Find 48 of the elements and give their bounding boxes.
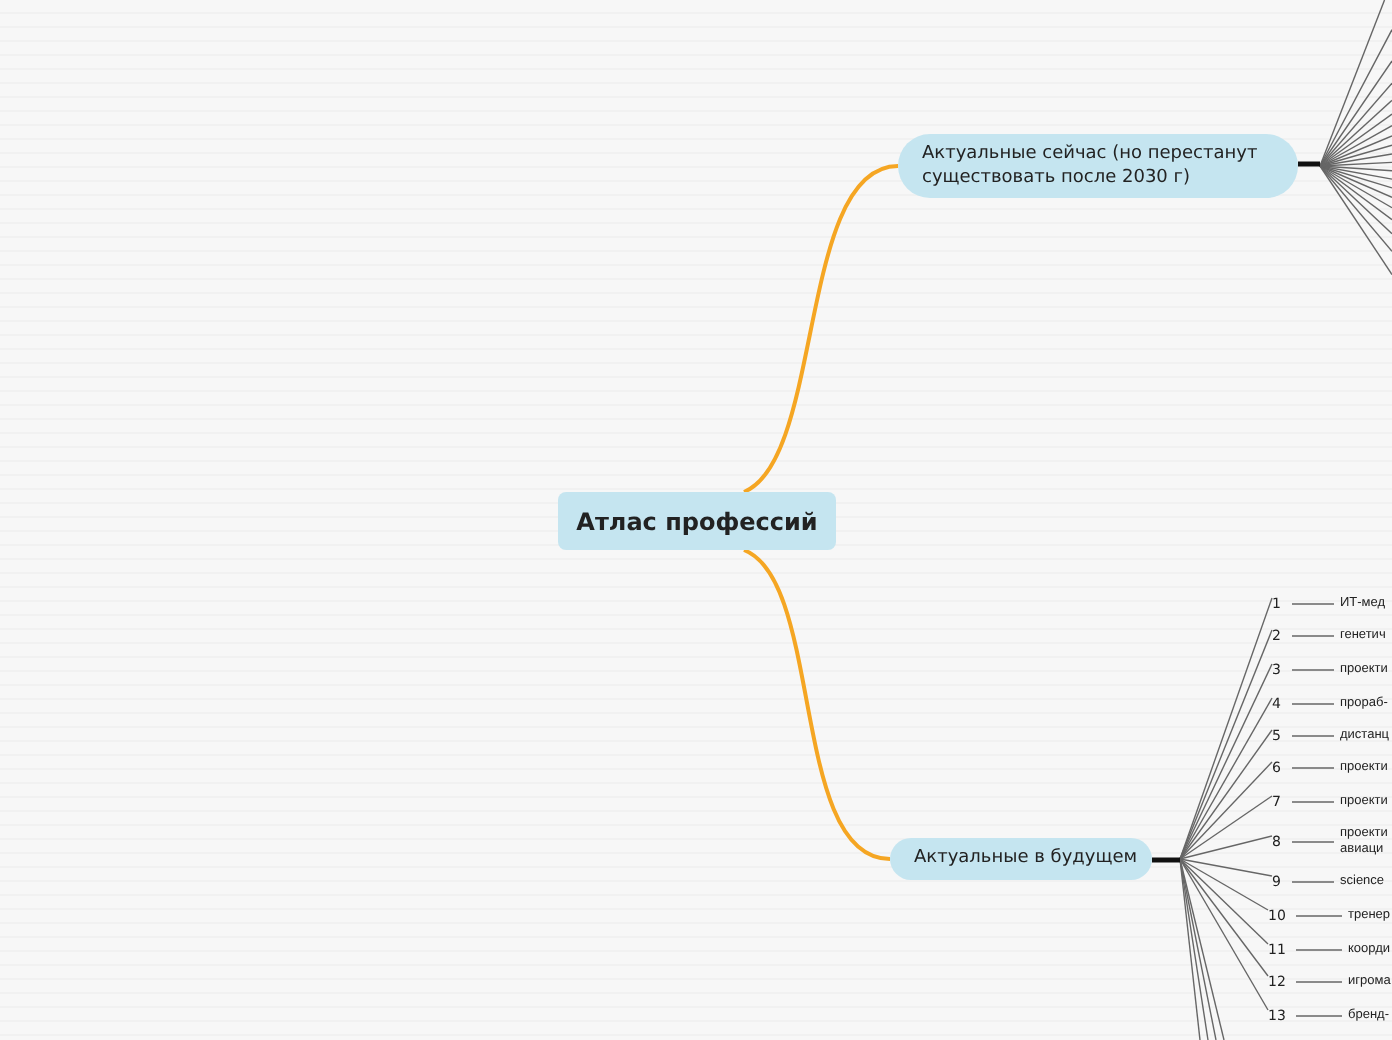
connector-line	[1319, 161, 1392, 167]
connector-line	[1319, 60, 1392, 167]
connector-line	[1295, 949, 1343, 951]
connector-line	[1319, 165, 1392, 235]
connector-line	[1179, 835, 1273, 860]
connector-line	[1291, 669, 1335, 671]
connector-line	[1179, 761, 1273, 860]
central-topic: Атлас профессий	[558, 492, 836, 550]
connector-line	[1319, 125, 1392, 167]
connector-line	[1319, 82, 1392, 167]
connector-line	[1179, 858, 1217, 1040]
connector-line	[1319, 165, 1392, 172]
branch-topic: Актуальные сейчас (но перестанут существовать после 2030 г)	[898, 134, 1298, 198]
connector-line	[1179, 858, 1225, 1040]
connector-line	[1319, 144, 1392, 167]
connector-line	[1291, 735, 1335, 737]
connector-line	[1295, 981, 1343, 983]
connector-line	[1179, 729, 1273, 860]
connector-line	[1179, 697, 1273, 860]
connector-line	[1179, 858, 1269, 911]
connector-line	[1179, 858, 1269, 977]
connector-line	[1319, 165, 1392, 189]
connector-line	[1319, 165, 1392, 276]
connector-line	[1291, 841, 1335, 843]
curved-connector	[742, 164, 899, 494]
connector-line	[1291, 603, 1335, 605]
connector-line	[1319, 0, 1386, 167]
connector-line	[1319, 165, 1392, 221]
connector-line	[1319, 28, 1392, 167]
connector-line	[1291, 881, 1335, 883]
branch-topic: Актуальные в будущем	[890, 838, 1152, 880]
connector-line	[1319, 99, 1392, 167]
connector-line	[1319, 165, 1392, 253]
connector-line	[1291, 767, 1335, 769]
connector-line	[1319, 165, 1392, 209]
connector-line	[1179, 858, 1269, 1011]
connector-line	[1291, 703, 1335, 705]
connector-line	[1179, 858, 1269, 945]
connector-line	[1319, 135, 1392, 167]
connector-line	[1295, 915, 1343, 917]
connector-line	[1295, 1015, 1343, 1017]
connector-line	[1319, 113, 1392, 167]
connector-line	[1291, 801, 1335, 803]
curved-connector	[742, 548, 891, 861]
connector-line	[1179, 858, 1273, 877]
connector-line	[1291, 635, 1335, 637]
connector-line	[1179, 795, 1273, 860]
connector-line	[1319, 165, 1392, 198]
